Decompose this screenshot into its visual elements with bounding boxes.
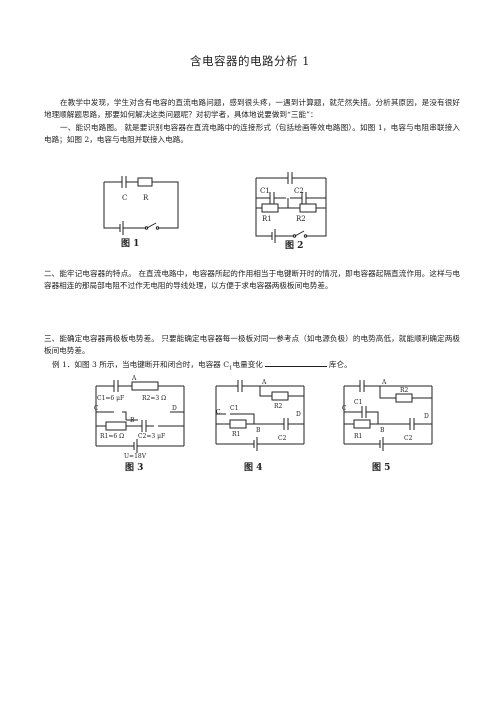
figure-3-c2-value: C2=3 μF: [138, 433, 165, 440]
figure-3-r1-value: R1=6 Ω: [100, 433, 124, 440]
figure-1-circuit: C R: [103, 176, 179, 235]
figure-5-label-d: D: [424, 413, 429, 420]
figure-1-caption: 图 1: [121, 239, 140, 249]
figure-5-label-c: C: [342, 405, 347, 412]
intro-paragraph: 在教学中发现，学生对含有电容的直流电路问题，感到很头疼，一遇到计算题，就茫然失措…: [44, 98, 460, 120]
figure-4-label-r2: R2: [274, 403, 283, 410]
example-1-prefix: 例 1．如图 3 所示，当电键断开和闭合时，电容器 C: [52, 360, 230, 369]
figure-3-label-a: A: [131, 375, 137, 382]
figure-5-label-r2: R2: [400, 387, 409, 394]
figure-3-r2-value: R2=3 Ω: [142, 395, 166, 402]
figure-1-label-r: R: [143, 194, 149, 202]
figure-5-label-b: B: [380, 427, 385, 434]
example-1-question: 例 1．如图 3 所示，当电键断开和闭合时，电容器 C1电量变化 库仑。: [44, 358, 460, 375]
figure-2-label-c2: C2: [294, 187, 304, 195]
figure-2-label-r1: R1: [262, 215, 272, 223]
figure-4-label-a: A: [261, 379, 267, 386]
figure-3-label-b: B: [130, 417, 135, 424]
figure-4-label-r1: R1: [232, 431, 240, 438]
figure-5-circuit: A B C D C1 C2 R1 R2: [342, 379, 433, 451]
figure-3-label-c: C: [94, 405, 99, 412]
figure-2-circuit: C1 C2 R1 R2: [255, 172, 327, 243]
figure-2-caption: 图 2: [285, 241, 304, 251]
figure-4-label-c: C: [216, 409, 221, 416]
figure-4-circuit: A B C D C1 C2 R1 R2: [215, 379, 305, 451]
figure-4-label-c1: C1: [230, 405, 238, 412]
figure-4-label-c2: C2: [278, 435, 287, 442]
figure-5-label-c1: C1: [354, 399, 362, 406]
figure-4-caption: 图 4: [244, 463, 263, 473]
figure-2-label-c1: C1: [260, 187, 270, 195]
document-title: 含电容器的电路分析 1: [190, 54, 310, 68]
section-2-paragraph: 二、能牢记电容器的特点。 在直流电路中，电容器所起的作用相当于电键断开时的情况，…: [44, 269, 460, 291]
section-1-paragraph: 一、能识电路图。 就是要识别电容器在直流电路中的连接形式（包括绘画等效电路图）。…: [44, 123, 460, 145]
example-1-suffix: 电量变化: [232, 360, 263, 369]
figure-5-label-a: A: [381, 379, 387, 386]
figure-1-label-c: C: [122, 194, 127, 202]
figure-2-label-r2: R2: [296, 215, 306, 223]
figure-5-label-c2: C2: [404, 435, 413, 442]
figure-3-circuit: A B C D C1=6 μF R2=3 Ω R1=6 Ω C2=3 μF U=…: [94, 375, 185, 460]
example-1-unit: 库仑。: [328, 360, 352, 369]
figure-3-label-d: D: [172, 405, 177, 412]
figure-3-c1-value: C1=6 μF: [97, 395, 124, 402]
figure-3-voltage: U=18V: [124, 453, 147, 460]
section-3-paragraph: 三、能确定电容器两极板电势差。 只要能确定电容器每一极板对同一参考点（如电源负极…: [44, 334, 460, 356]
answer-blank[interactable]: [264, 358, 327, 367]
example-1-subscript: 1: [229, 365, 233, 372]
figure-3-caption: 图 3: [125, 463, 144, 473]
figure-5-label-r1: R1: [354, 433, 362, 440]
figure-4-label-d: D: [296, 411, 301, 418]
figure-5-caption: 图 5: [372, 463, 391, 473]
figure-4-label-b: B: [256, 427, 261, 434]
